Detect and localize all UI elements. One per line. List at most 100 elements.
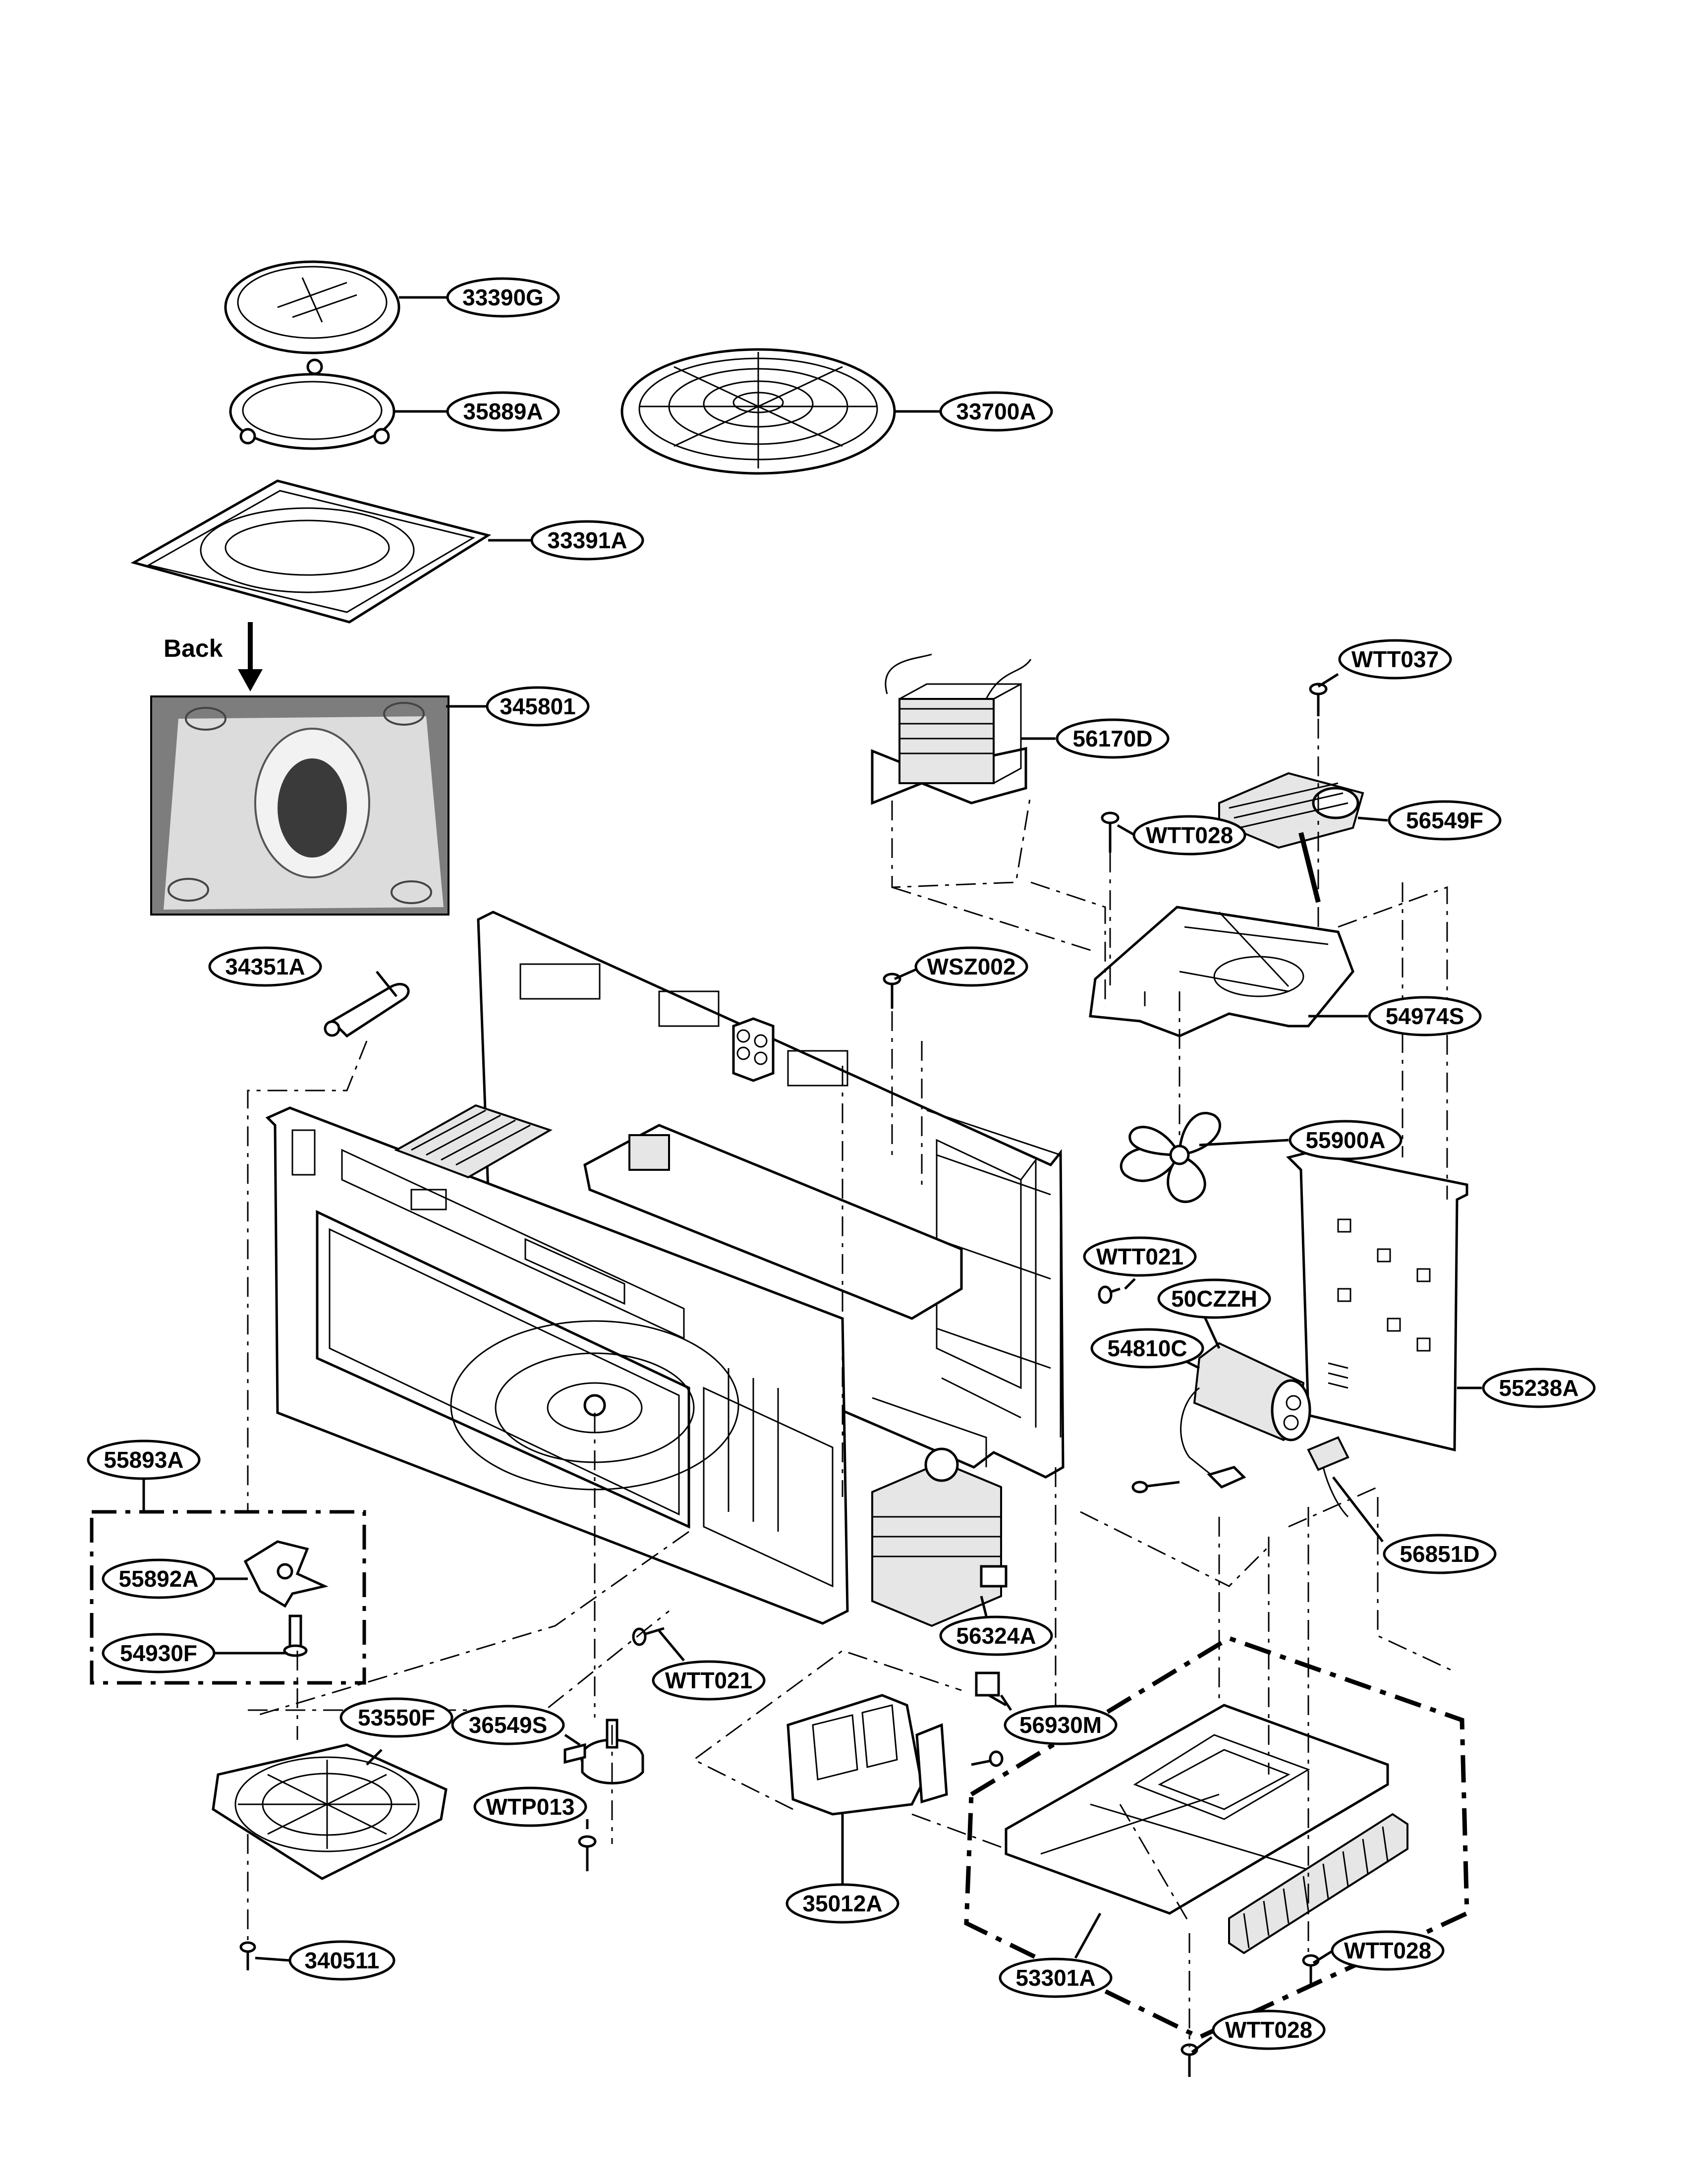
callout-50CZZH: 50CZZH (1157, 1278, 1271, 1319)
svg-text:56851D: 56851D (1400, 1541, 1479, 1567)
base-plate-outline (964, 1636, 1469, 2040)
svg-text:55238A: 55238A (1499, 1375, 1578, 1401)
callout-WTT028-right: WTT028 (1331, 1930, 1445, 1971)
stirrer-cover (212, 1743, 448, 1880)
svg-text:WTT028: WTT028 (1344, 1938, 1431, 1963)
callout-33700A: 33700A (939, 391, 1053, 432)
svg-text:WTT028: WTT028 (1146, 822, 1233, 848)
callout-54810C: 54810C (1090, 1328, 1204, 1369)
svg-text:56324A: 56324A (956, 1623, 1036, 1649)
svg-text:WTP013: WTP013 (486, 1794, 575, 1820)
svg-text:35889A: 35889A (463, 399, 543, 424)
back-photo (150, 695, 449, 916)
callout-36549S: 36549S (451, 1705, 565, 1745)
svg-text:WTT021: WTT021 (665, 1667, 752, 1693)
transformer (871, 653, 1032, 805)
callout-56324A: 56324A (939, 1615, 1053, 1656)
back-label: Back (164, 634, 223, 662)
waveguide (524, 1124, 963, 1320)
svg-text:50CZZH: 50CZZH (1171, 1286, 1257, 1312)
assembly-lines (247, 719, 1453, 2047)
fan-bracket (1089, 906, 1354, 1037)
callout-WTT037: WTT037 (1338, 639, 1452, 680)
motor-assembly (1218, 772, 1364, 903)
callout-53301A: 53301A (999, 1957, 1113, 1998)
screw-duct (971, 1750, 1004, 1767)
leader-lines (142, 296, 1482, 2053)
callout-56851D: 56851D (1383, 1534, 1497, 1574)
screw-wtt028-top (1101, 811, 1120, 853)
stirrer-shaft (283, 1614, 308, 1657)
callout-345801: 345801 (486, 686, 590, 727)
callout-WTT021-low: WTT021 (652, 1660, 766, 1701)
callout-33390G: 33390G (446, 277, 560, 318)
duct (786, 1694, 948, 1816)
callout-35889A: 35889A (446, 391, 560, 432)
svg-text:55892A: 55892A (118, 1566, 198, 1592)
svg-text:56170D: 56170D (1072, 726, 1152, 751)
callout-55892A: 55892A (102, 1558, 216, 1599)
fan-blade (1120, 1112, 1221, 1203)
callout-55238A: 55238A (1482, 1368, 1596, 1408)
screw-wtt037 (1309, 683, 1328, 716)
svg-text:54974S: 54974S (1386, 1003, 1464, 1029)
screw-wtt021-low (632, 1627, 665, 1646)
svg-text:WTT037: WTT037 (1351, 646, 1439, 672)
svg-text:56930M: 56930M (1019, 1712, 1102, 1738)
callout-WSZ002: WSZ002 (914, 946, 1028, 987)
callout-56549F: 56549F (1388, 800, 1502, 841)
callout-WTT028-top: WTT028 (1132, 815, 1246, 856)
svg-text:55893A: 55893A (104, 1447, 183, 1473)
top-vent (394, 1104, 553, 1179)
thermostat (975, 1671, 1007, 1707)
callout-WTP013: WTP013 (473, 1786, 587, 1827)
side-plate (1286, 1151, 1468, 1452)
svg-text:53550F: 53550F (358, 1705, 435, 1730)
grill-rack (620, 348, 896, 475)
callout-33391A: 33391A (530, 520, 644, 561)
callout-WTT021-mid: WTT021 (1083, 1236, 1197, 1277)
svg-text:56549F: 56549F (1406, 807, 1483, 833)
callout-55900A: 55900A (1289, 1120, 1403, 1160)
svg-text:36549S: 36549S (469, 1712, 548, 1738)
callout-34351A: 34351A (208, 946, 322, 987)
screw-wsz002 (883, 973, 901, 1009)
svg-text:345801: 345801 (500, 693, 576, 719)
callout-54930F: 54930F (102, 1633, 216, 1673)
screw-340511 (239, 1941, 256, 1970)
svg-text:340511: 340511 (305, 1948, 380, 1973)
svg-text:33391A: 33391A (547, 527, 627, 553)
capacitor (1180, 1342, 1311, 1478)
svg-text:WTT028: WTT028 (1225, 2017, 1312, 2043)
callout-53550F: 53550F (339, 1697, 453, 1738)
callout-340511: 340511 (288, 1940, 395, 1981)
door-latch-lever (324, 982, 410, 1038)
svg-text:33390G: 33390G (462, 285, 544, 310)
svg-text:WTT021: WTT021 (1096, 1244, 1183, 1269)
stirrer-blade (243, 1540, 329, 1608)
floor-plate (130, 479, 492, 624)
base-plate (1005, 1704, 1389, 1915)
svg-text:34351A: 34351A (225, 954, 305, 979)
callout-56170D: 56170D (1056, 718, 1170, 759)
svg-text:54810C: 54810C (1107, 1335, 1187, 1361)
rear-panel (872, 1109, 1062, 1467)
svg-text:53301A: 53301A (1015, 1965, 1095, 1991)
callout-35012A: 35012A (786, 1883, 899, 1924)
back-arrow (238, 622, 263, 691)
callout-54974S: 54974S (1368, 996, 1482, 1036)
turntable-tray (224, 260, 400, 354)
diode (1131, 1436, 1349, 1518)
filter (1228, 1813, 1408, 1954)
stirrer-kit-box (90, 1510, 366, 1685)
callout-WTT028-bottom: WTT028 (1212, 2010, 1326, 2050)
svg-text:54930F: 54930F (120, 1640, 197, 1666)
svg-text:33700A: 33700A (956, 399, 1036, 424)
magnetron (871, 1447, 1008, 1627)
svg-text:55900A: 55900A (1305, 1127, 1385, 1153)
svg-text:WSZ002: WSZ002 (927, 954, 1016, 979)
roller-ring (229, 358, 395, 450)
turntable-motor (563, 1719, 644, 1784)
callout-55893A: 55893A (87, 1439, 201, 1480)
